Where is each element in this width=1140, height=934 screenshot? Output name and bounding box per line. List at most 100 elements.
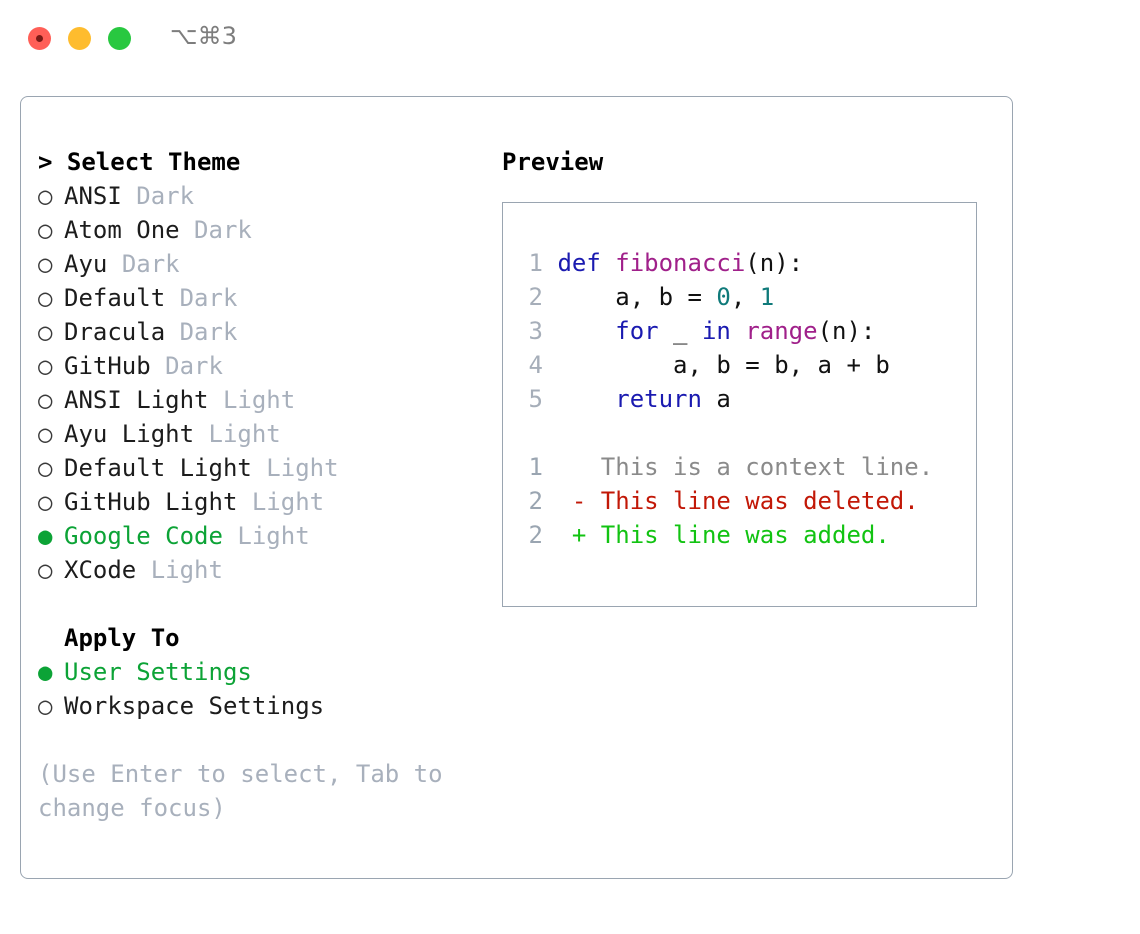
label-gap bbox=[237, 488, 251, 516]
line-number: 2 bbox=[528, 283, 543, 311]
code-line: 2 a, b = 0, 1 bbox=[517, 280, 976, 314]
keyboard-hint-text: (Use Enter to select, Tab to change focu… bbox=[38, 760, 443, 822]
theme-option-github-light[interactable]: ○ GitHub Light Light bbox=[38, 485, 488, 519]
radio-unselected-icon: ○ bbox=[38, 216, 53, 244]
theme-option-default-light[interactable]: ○Default Light Light bbox=[38, 451, 488, 485]
diff-line: 1 This is a context line. bbox=[517, 450, 976, 484]
radio-unselected-icon: ○ bbox=[38, 692, 53, 720]
code-line: 3 for _ in range(n): bbox=[517, 314, 976, 348]
label-gap bbox=[107, 250, 121, 278]
apply-to-option-label: Workspace Settings bbox=[64, 692, 325, 720]
radio-unselected-icon: ○ bbox=[38, 352, 53, 380]
theme-option-ayu[interactable]: ○ Ayu Dark bbox=[38, 247, 488, 281]
theme-kind-badge: Light bbox=[208, 420, 281, 448]
diff-line-number: 2 bbox=[528, 487, 543, 515]
theme-option-label: Dracula bbox=[64, 318, 166, 346]
code-line: 5 return a bbox=[517, 382, 976, 416]
theme-option-label: Ayu Light bbox=[64, 420, 195, 448]
theme-option-label: Atom One bbox=[64, 216, 180, 244]
theme-option-dracula[interactable]: ○Dracula Dark bbox=[38, 315, 488, 349]
code-token-kw: def bbox=[557, 249, 616, 277]
code-token-kw: in bbox=[701, 317, 731, 345]
line-number: 1 bbox=[528, 249, 543, 277]
diff-gutter-gap bbox=[543, 453, 572, 481]
title-bar: ⌥⌘3 bbox=[0, 0, 1140, 78]
apply-to-option-user-settings[interactable]: ●User Settings bbox=[38, 655, 488, 689]
theme-option-label: Ayu bbox=[64, 250, 108, 278]
theme-option-google-code[interactable]: ● Google Code Light bbox=[38, 519, 488, 553]
window-close-button[interactable] bbox=[28, 27, 51, 50]
theme-option-atom-one[interactable]: ○Atom One Dark bbox=[38, 213, 488, 247]
radio-selected-icon: ● bbox=[38, 522, 53, 550]
theme-option-ansi-light[interactable]: ○ ANSI Light Light bbox=[38, 383, 488, 417]
label-gap bbox=[165, 284, 179, 312]
theme-option-default[interactable]: ○Default Dark bbox=[38, 281, 488, 315]
diff-line: 2 + This line was added. bbox=[517, 518, 976, 552]
radio-unselected-icon: ○ bbox=[38, 182, 53, 210]
theme-option-ansi[interactable]: ○ANSI Dark bbox=[38, 179, 488, 213]
gutter-gap bbox=[543, 385, 557, 413]
gutter-gap bbox=[543, 249, 557, 277]
diff-sign bbox=[572, 453, 586, 481]
code-token-pl: a, b = b, a + b bbox=[557, 351, 890, 379]
code-spacer bbox=[517, 416, 976, 450]
radio-selected-icon: ● bbox=[38, 658, 53, 686]
code-token-pl bbox=[731, 317, 745, 345]
radio-unselected-icon: ○ bbox=[38, 386, 53, 414]
diff-sample: 1 This is a context line.2 - This line w… bbox=[517, 450, 976, 552]
theme-kind-badge: Dark bbox=[179, 318, 238, 346]
code-token-pl: , bbox=[730, 283, 760, 311]
diff-text: This line was added. bbox=[586, 521, 890, 549]
theme-option-label: ANSI Light bbox=[64, 386, 209, 414]
label-gap bbox=[180, 216, 194, 244]
theme-kind-badge: Light bbox=[237, 522, 310, 550]
label-gap bbox=[151, 352, 165, 380]
line-number: 3 bbox=[528, 317, 543, 345]
preview-column: Preview 1 def fibonacci(n):2 a, b = 0, 1… bbox=[502, 145, 1002, 607]
theme-list[interactable]: ○ANSI Dark○Atom One Dark○Ayu Dark○Defaul… bbox=[38, 179, 488, 587]
theme-option-xcode[interactable]: ○XCode Light bbox=[38, 553, 488, 587]
preview-heading: Preview bbox=[502, 148, 604, 176]
diff-text: This line was deleted. bbox=[586, 487, 919, 515]
apply-to-option-workspace-settings[interactable]: ○ Workspace Settings bbox=[38, 689, 488, 723]
window-maximize-button[interactable] bbox=[108, 27, 131, 50]
theme-kind-badge: Dark bbox=[121, 250, 180, 278]
apply-to-heading: Apply To bbox=[64, 624, 180, 652]
label-gap bbox=[252, 454, 266, 482]
apply-to-list[interactable]: ●User Settings ○ Workspace Settings bbox=[38, 655, 488, 723]
code-token-fn: fibonacci bbox=[615, 249, 746, 277]
code-token-pl: a bbox=[701, 385, 731, 413]
code-token-pl bbox=[557, 385, 615, 413]
code-token-pl: (n): bbox=[745, 249, 804, 277]
label-gap bbox=[223, 522, 237, 550]
code-token-fn: range bbox=[745, 317, 818, 345]
select-theme-heading: > Select Theme bbox=[38, 148, 241, 176]
radio-unselected-icon: ○ bbox=[38, 488, 53, 516]
diff-gutter-gap bbox=[543, 521, 572, 549]
code-token-pl: (n): bbox=[817, 317, 876, 345]
diff-line-number: 2 bbox=[528, 521, 543, 549]
window-minimize-button[interactable] bbox=[68, 27, 91, 50]
theme-kind-badge: Dark bbox=[136, 182, 195, 210]
theme-kind-badge: Light bbox=[251, 488, 325, 516]
label-gap bbox=[209, 386, 223, 414]
theme-option-github[interactable]: ○GitHub Dark bbox=[38, 349, 488, 383]
main-panel: > Select Theme ○ANSI Dark○Atom One Dark○… bbox=[20, 96, 1013, 879]
diff-sign: + bbox=[571, 521, 587, 549]
radio-unselected-icon: ○ bbox=[38, 250, 53, 278]
theme-option-ayu-light[interactable]: ○ Ayu Light Light bbox=[38, 417, 488, 451]
theme-option-label: GitHub Light bbox=[64, 488, 238, 516]
theme-kind-badge: Light bbox=[222, 386, 296, 414]
code-token-pl bbox=[557, 317, 615, 345]
radio-unselected-icon: ○ bbox=[38, 556, 53, 584]
theme-option-label: Google Code bbox=[64, 522, 223, 550]
code-token-num: 0 bbox=[716, 283, 731, 311]
radio-unselected-icon: ○ bbox=[38, 454, 53, 482]
label-gap bbox=[136, 556, 150, 584]
radio-unselected-icon: ○ bbox=[38, 420, 53, 448]
line-number: 4 bbox=[528, 351, 543, 379]
keyboard-shortcut-label: ⌥⌘3 bbox=[170, 22, 237, 50]
code-token-pl: _ bbox=[658, 317, 702, 345]
